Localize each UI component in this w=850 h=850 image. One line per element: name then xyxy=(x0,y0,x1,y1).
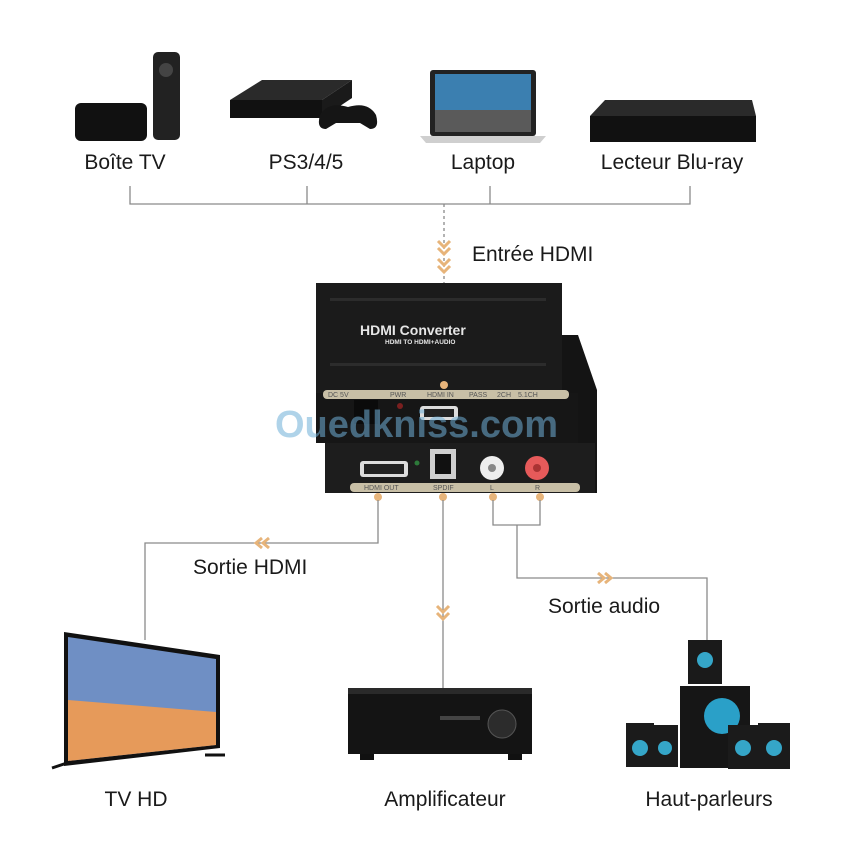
converter-title: HDMI Converter xyxy=(360,322,466,338)
source-label-laptop: Laptop xyxy=(451,151,515,174)
destination-label-speakers: Haut-parleurs xyxy=(645,788,772,811)
chevron-down-icon xyxy=(436,239,452,257)
port-label: 5.1CH xyxy=(518,392,538,399)
chevron-down-icon xyxy=(435,604,451,622)
source-label-tv-box: Boîte TV xyxy=(84,151,165,174)
audio-output-label: Sortie audio xyxy=(548,595,660,618)
converter-subtitle: HDMI TO HDMI+AUDIO xyxy=(385,339,455,346)
port-label: DC 5V xyxy=(328,392,349,399)
port-label: HDMI IN xyxy=(427,392,454,399)
source-label-ps: PS3/4/5 xyxy=(269,151,344,174)
bluray-player-image xyxy=(590,100,756,142)
hd-tv-image xyxy=(51,632,225,770)
chevron-right-icon xyxy=(597,571,614,585)
port-label: PASS xyxy=(469,392,487,399)
destination-label-tv: TV HD xyxy=(105,788,168,811)
port-label: HDMI OUT xyxy=(364,485,399,492)
port-label: 2CH xyxy=(497,392,511,399)
laptop-image xyxy=(420,70,546,143)
destination-label-amplifier: Amplificateur xyxy=(384,788,505,811)
watermark: Ouedkniss.com xyxy=(275,404,558,446)
playstation-image xyxy=(230,80,378,129)
output-connection-lines xyxy=(144,500,708,690)
amplifier-image xyxy=(348,688,532,760)
hdmi-converter-image: HDMI Converter HDMI TO HDMI+AUDIO DC 5V … xyxy=(316,283,597,501)
source-label-bluray: Lecteur Blu-ray xyxy=(601,151,744,174)
hdmi-output-label: Sortie HDMI xyxy=(193,556,307,579)
port-label: L xyxy=(490,485,494,492)
speakers-image xyxy=(626,640,790,769)
port-label: PWR xyxy=(390,392,406,399)
port-label: SPDIF xyxy=(433,485,454,492)
tv-box-image xyxy=(75,52,180,141)
chevron-left-icon xyxy=(253,536,270,550)
chevron-down-icon xyxy=(436,257,452,275)
input-hdmi-label: Entrée HDMI xyxy=(472,243,593,266)
port-label: R xyxy=(535,485,540,492)
